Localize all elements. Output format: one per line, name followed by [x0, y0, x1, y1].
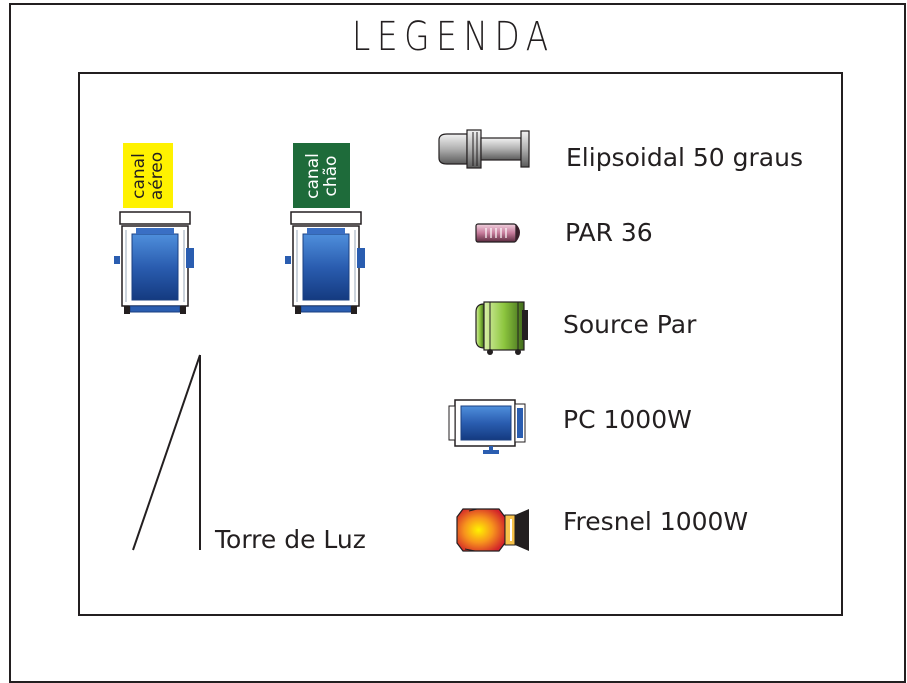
channel-tag-chao-text: canal chão: [302, 152, 341, 199]
source-par-label: Source Par: [563, 310, 697, 339]
light-tower-icon: [132, 354, 201, 551]
fresnel-1000w-label: Fresnel 1000W: [563, 507, 749, 536]
source-par-icon: [475, 301, 528, 355]
channel-tag-chao: canal chão: [293, 143, 350, 208]
par36-label: PAR 36: [565, 218, 653, 247]
pc-fixture-chao-icon: [285, 211, 365, 314]
pc-fixture-aereo-icon: [114, 211, 194, 314]
legend-box: [78, 72, 843, 616]
ellipsoidal-icon: [438, 129, 530, 169]
channel-tag-aereo-text: canal aéreo: [128, 151, 167, 200]
fresnel-1000w-icon: [456, 508, 529, 552]
legend-title: LEGENDA: [352, 14, 555, 60]
tower-label: Torre de Luz: [215, 525, 366, 554]
channel-tag-aereo: canal aéreo: [123, 143, 173, 208]
ellipsoidal-label: Elipsoidal 50 graus: [566, 143, 803, 172]
pc-1000w-icon: [448, 399, 526, 454]
par36-icon: [475, 223, 520, 243]
pc-1000w-label: PC 1000W: [563, 405, 692, 434]
